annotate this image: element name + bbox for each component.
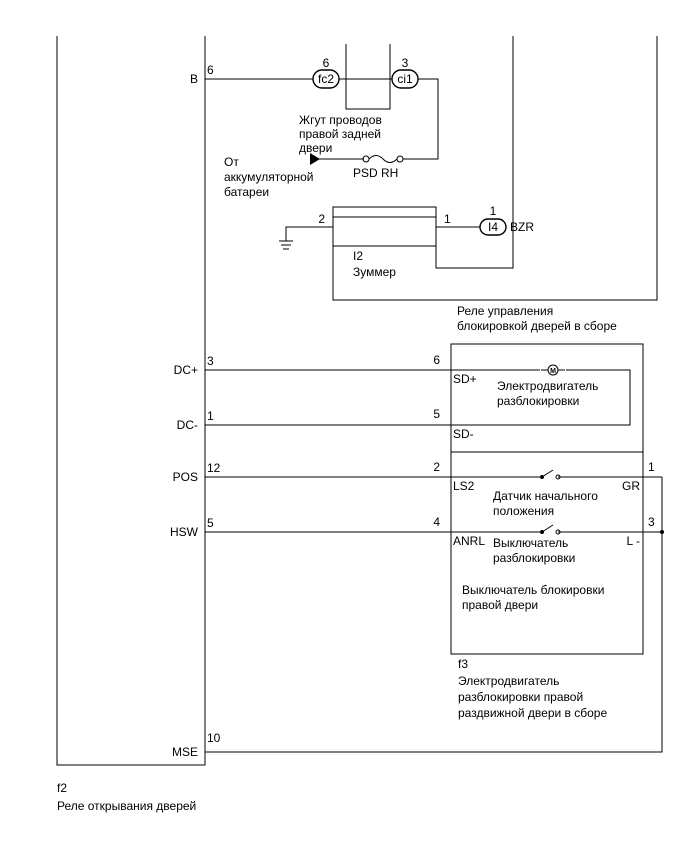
- sensor-line-2: положения: [493, 504, 554, 518]
- assembly-line-1: Электродвигатель: [458, 674, 559, 688]
- harness-name-2: правой задней: [299, 127, 381, 141]
- asm-term-anrl: ANRL: [453, 534, 485, 548]
- relay-bracket: [435, 36, 514, 269]
- assembly-box: [450, 343, 644, 655]
- connector-fc2: [312, 69, 340, 89]
- connector-i4: [479, 218, 507, 236]
- asm-pin-anrl: 4: [433, 515, 440, 529]
- battery-arrow-icon: [310, 153, 320, 165]
- harness-box: [345, 44, 391, 110]
- ecu-pin-b-label: B: [190, 72, 198, 86]
- sensor-switch-right: [555, 474, 561, 480]
- buzzer-id: I2: [353, 249, 363, 263]
- asm-pin-sdp: 6: [433, 353, 440, 367]
- wire-ground: [285, 226, 333, 241]
- motor-line-1: Электродвигатель: [497, 379, 598, 393]
- fuse-icon: [368, 155, 398, 163]
- lock-line-1: Выключатель блокировки: [462, 583, 604, 597]
- switch-line-2: разблокировки: [493, 551, 575, 565]
- fuse-label: PSD RH: [353, 166, 398, 180]
- buzzer-name: Зуммер: [353, 265, 396, 279]
- asm-pin-gr: 1: [648, 460, 655, 474]
- harness-left-pin: 6: [323, 56, 330, 70]
- assembly-line-2: разблокировки правой: [458, 690, 583, 704]
- asm-term-lm: L -: [626, 534, 640, 548]
- ecu-pin-hsw-label: HSW: [170, 525, 199, 539]
- wire-harness-right: [403, 78, 439, 160]
- ecu-pin-dcm-label: DC-: [177, 418, 198, 432]
- relay-body: [332, 36, 658, 301]
- ecu-pin-dcp-num: 3: [207, 354, 214, 368]
- ecu-pin-pos-num: 12: [207, 461, 221, 475]
- unlock-switch-right: [555, 529, 561, 535]
- ecu-pin-mse-num: 10: [207, 731, 221, 745]
- ecu-id: f2: [57, 781, 67, 795]
- asm-pin-ls2: 2: [433, 460, 440, 474]
- ecu-pin-dcm-num: 1: [207, 409, 214, 423]
- harness-name-3: двери: [299, 141, 332, 155]
- harness-right-id: ci1: [397, 72, 413, 86]
- asm-term-ls2: LS2: [453, 479, 475, 493]
- lock-line-2: правой двери: [462, 598, 538, 612]
- ecu-pin-mse-label: MSE: [172, 745, 198, 759]
- buzzer-conn-id: I4: [488, 220, 498, 234]
- harness-name-1: Жгут проводов: [299, 113, 382, 127]
- asm-term-sdp: SD+: [453, 372, 477, 386]
- buzzer-bzr: BZR: [510, 220, 534, 234]
- motor-line-2: разблокировки: [497, 394, 579, 408]
- buzzer-pin-left: 2: [318, 212, 325, 226]
- unlock-switch-icon: [541, 524, 554, 533]
- battery-line-3: батареи: [224, 185, 269, 199]
- ecu-pin-dcp-label: DC+: [174, 363, 198, 377]
- sensor-line-1: Датчик начального: [493, 489, 598, 503]
- ecu-body: [56, 36, 206, 766]
- asm-term-gr: GR: [622, 479, 640, 493]
- buzzer-pin-right: 1: [444, 212, 451, 226]
- switch-line-1: Выключатель: [493, 536, 568, 550]
- ecu-pin-pos-label: POS: [173, 470, 198, 484]
- sensor-switch-icon: [541, 469, 554, 478]
- assembly-id: f3: [458, 657, 468, 671]
- battery-line-1: От: [224, 155, 239, 169]
- motor-symbol: M: [550, 368, 556, 375]
- connector-ci1: [391, 69, 419, 89]
- assembly-line-3: раздвижной двери в сборе: [458, 706, 607, 720]
- battery-line-2: аккумуляторной: [224, 170, 314, 184]
- ecu-name: Реле открывания дверей: [57, 799, 196, 813]
- harness-left-id: fc2: [318, 72, 334, 86]
- fuse-terminal-right: [396, 155, 404, 163]
- wire-mse: [205, 532, 663, 753]
- ecu-pin-hsw-num: 5: [207, 516, 214, 530]
- relay-line-2: блокировкой дверей в сборе: [457, 319, 617, 333]
- relay-line-1: Реле управления: [457, 304, 553, 318]
- buzzer-conn-pin: 1: [490, 204, 497, 218]
- harness-right-pin: 3: [402, 56, 409, 70]
- asm-pin-sdm: 5: [433, 407, 440, 421]
- asm-term-sdm: SD-: [453, 427, 474, 441]
- ecu-pin-b-num: 6: [207, 63, 214, 77]
- asm-pin-lm: 3: [648, 515, 655, 529]
